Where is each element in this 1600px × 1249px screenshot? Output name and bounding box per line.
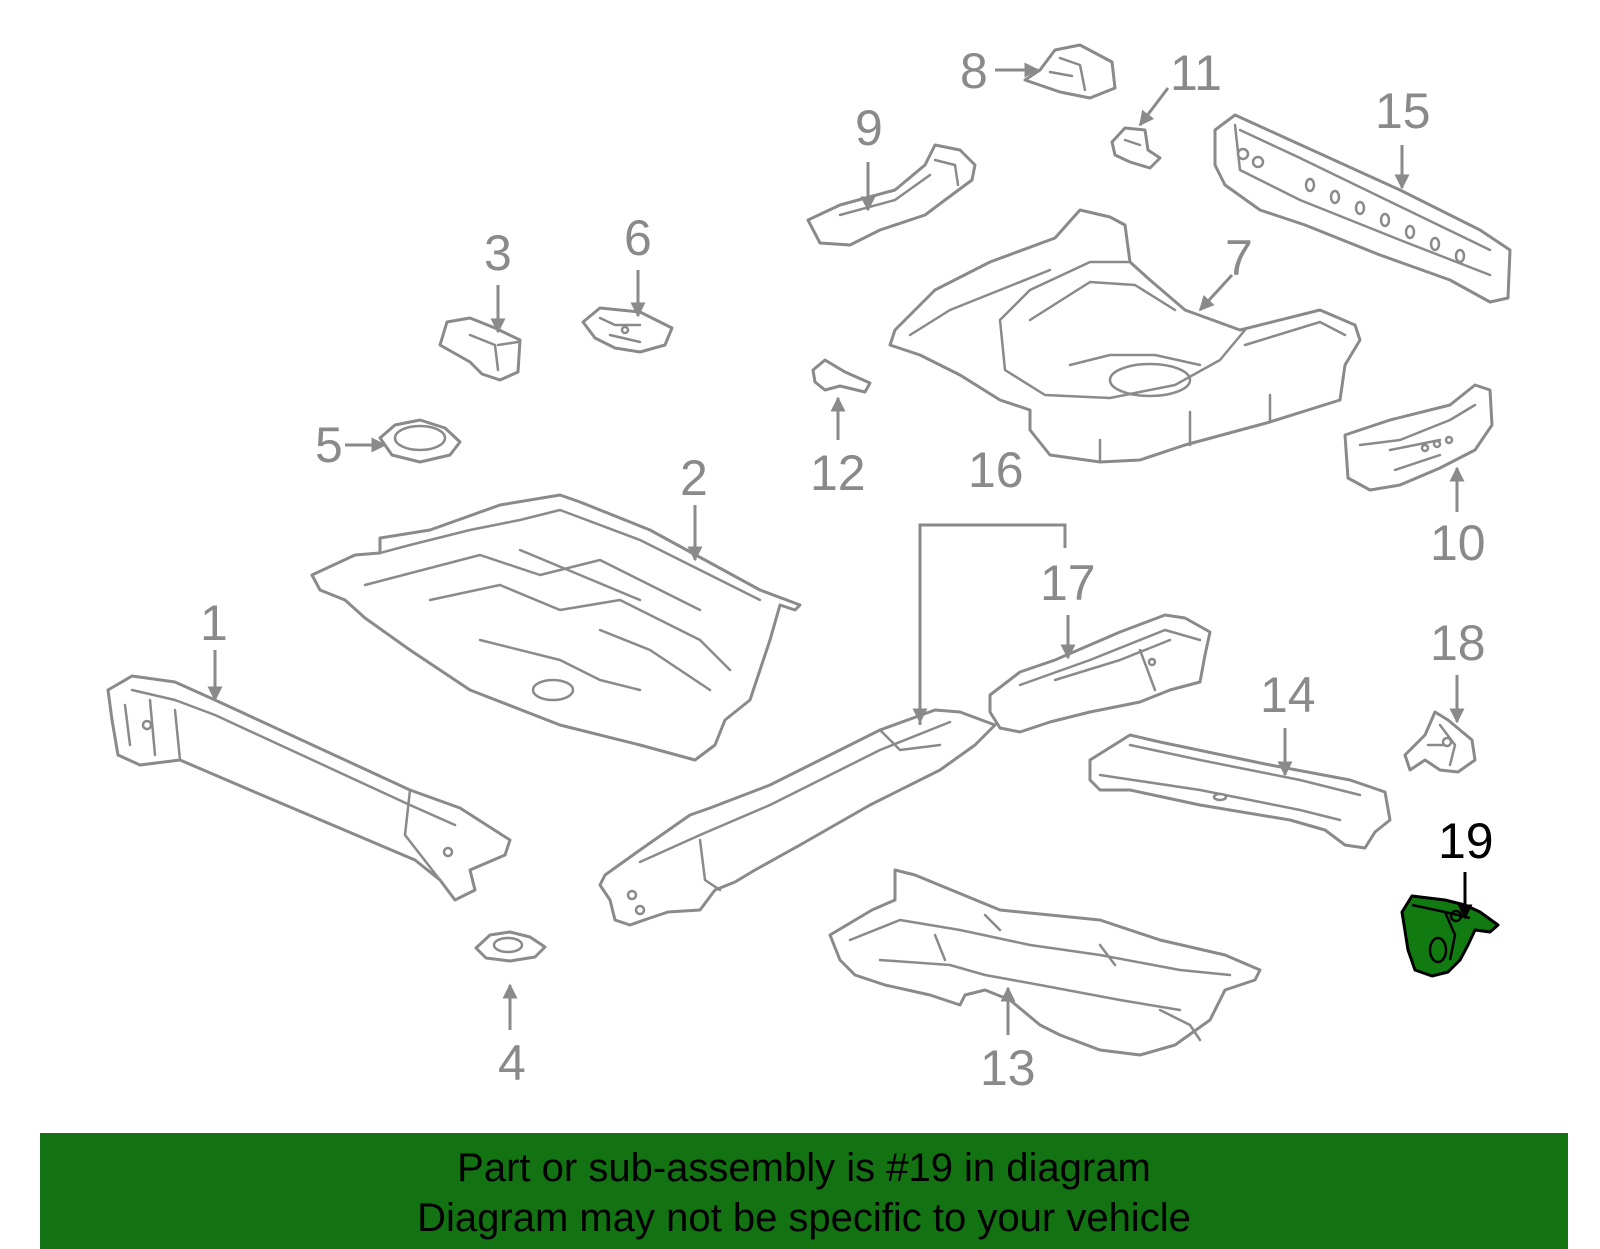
part-10-extension: [1343, 383, 1494, 492]
part-12-clip: [811, 358, 872, 394]
callout-5: 5: [315, 417, 387, 473]
callout-19-highlighted[interactable]: 19: [1438, 813, 1494, 920]
part-19-highlighted-bracket[interactable]: [1400, 894, 1500, 978]
svg-text:12: 12: [810, 445, 866, 501]
svg-text:9: 9: [855, 100, 883, 156]
part-17-side-rail-front: [988, 613, 1212, 734]
callout-2: 2: [680, 450, 708, 562]
callout-14: 14: [1260, 667, 1316, 777]
part-6-bracket: [581, 306, 674, 354]
callout-11: 11: [1138, 45, 1222, 127]
callout-10: 10: [1430, 466, 1486, 571]
callout-1: 1: [200, 595, 228, 702]
svg-text:2: 2: [680, 450, 708, 506]
callout-3: 3: [484, 225, 512, 334]
svg-text:18: 18: [1430, 615, 1486, 671]
callout-4: 4: [498, 983, 526, 1091]
svg-text:5: 5: [315, 417, 343, 473]
part-4-plug: [474, 930, 547, 963]
svg-text:13: 13: [980, 1040, 1036, 1096]
part-18-bracket: [1403, 710, 1477, 774]
part-7-rear-floor-pan: [888, 208, 1362, 464]
svg-text:15: 15: [1375, 83, 1431, 139]
svg-text:4: 4: [498, 1035, 526, 1091]
svg-text:17: 17: [1040, 555, 1096, 611]
svg-text:19: 19: [1438, 813, 1494, 869]
svg-text:3: 3: [484, 225, 512, 281]
part-9-reinforcement: [806, 143, 977, 247]
callout-16: 16: [912, 442, 1067, 725]
part-3-bracket: [438, 316, 522, 382]
part-5-plug: [378, 418, 462, 464]
part-2-floor-pan: [310, 493, 802, 762]
callout-9: 9: [855, 100, 883, 212]
callout-6: 6: [624, 210, 652, 318]
svg-text:14: 14: [1260, 667, 1316, 723]
callout-7: 7: [1198, 230, 1253, 312]
callout-17: 17: [1040, 555, 1096, 660]
banner-line-disclaimer: Diagram may not be specific to your vehi…: [417, 1196, 1191, 1240]
callout-8: 8: [960, 43, 1040, 99]
part-8-bracket: [1023, 43, 1117, 100]
info-banner: Part or sub-assembly is #19 in diagram D…: [40, 1133, 1568, 1249]
callout-15: 15: [1375, 83, 1431, 190]
part-1-side-member: [106, 674, 512, 902]
part-15-rear-panel: [1213, 113, 1512, 304]
callout-13: 13: [980, 986, 1036, 1096]
banner-line-part-info: Part or sub-assembly is #19 in diagram: [457, 1146, 1151, 1190]
part-13-center-floor: [828, 868, 1262, 1057]
svg-text:11: 11: [1170, 45, 1222, 101]
svg-text:8: 8: [960, 43, 988, 99]
callout-18: 18: [1430, 615, 1486, 724]
svg-text:16: 16: [968, 442, 1024, 498]
svg-text:1: 1: [200, 595, 228, 651]
part-14-crossmember: [1088, 733, 1392, 850]
part-16-side-rail: [598, 708, 997, 927]
svg-text:6: 6: [624, 210, 652, 266]
part-11-clip: [1110, 126, 1162, 170]
svg-text:10: 10: [1430, 515, 1486, 571]
callout-12: 12: [810, 396, 866, 501]
